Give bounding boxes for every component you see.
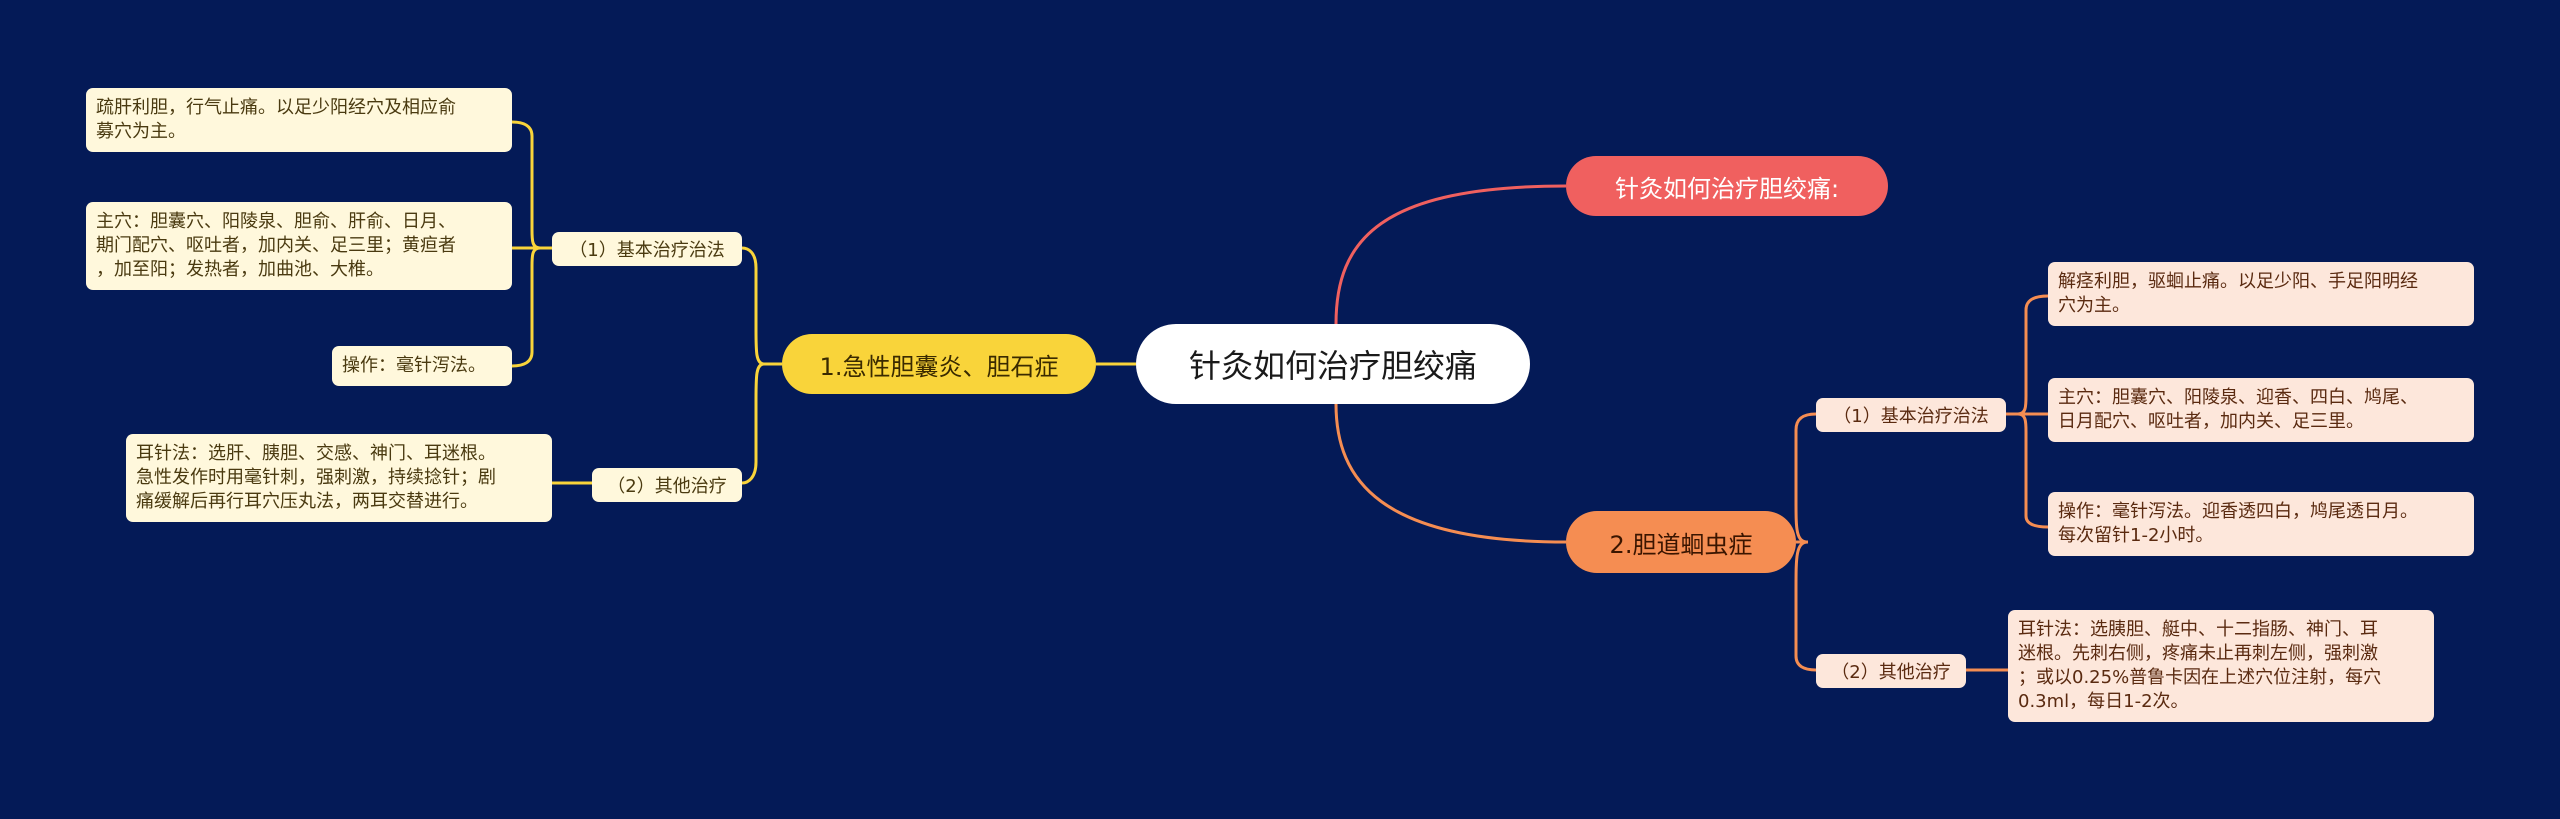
link-basic-principle	[511, 120, 552, 250]
topic-biliary-ascariasis[interactable]: 2.胆道蛔虫症	[1566, 511, 1796, 573]
central-topic[interactable]: 针灸如何治疗胆绞痛	[1136, 324, 1530, 404]
link-right-other	[1794, 540, 1817, 672]
left-operation-note[interactable]: 操作：毫针泻法。	[332, 346, 512, 386]
topic-acute-cholecystitis[interactable]: 1.急性胆囊炎、胆石症	[782, 334, 1096, 394]
right-basic-treatment-topic[interactable]: （1）基本治疗治法	[1816, 398, 2006, 432]
right-principle-note[interactable]: 解痉利胆，驱蛔止痛。以足少阳、手足阳明经 穴为主。	[2048, 262, 2474, 326]
left-basic-treatment-label: （1）基本治疗治法	[569, 240, 725, 261]
right-other-treatment-label: （2）其他治疗	[1831, 662, 1951, 683]
central-topic-label: 针灸如何治疗胆绞痛	[1188, 347, 1477, 385]
right-points-note[interactable]: 主穴：胆囊穴、阳陵泉、迎香、四白、鸠尾、 日月配穴、呕吐者，加内关、足三里。	[2048, 378, 2474, 442]
left-basic-treatment-topic[interactable]: （1）基本治疗治法	[552, 232, 742, 266]
link-right-basic	[1794, 412, 1817, 544]
left-principle-note[interactable]: 疏肝利胆，行气止痛。以足少阳经穴及相应俞 募穴为主。	[86, 88, 512, 152]
topic-acute-cholecystitis-label: 1.急性胆囊炎、胆石症	[819, 352, 1059, 381]
left-other-treatment-topic[interactable]: （2）其他治疗	[592, 468, 742, 502]
topic-biliary-ascariasis-label: 2.胆道蛔虫症	[1609, 530, 1753, 559]
link-rbasic-principle	[2006, 294, 2049, 416]
right-ear-acupuncture-note[interactable]: 耳针法：选胰胆、艇中、十二指肠、神门、耳 迷根。先刺右侧，疼痛未止再刺左侧，强刺…	[2008, 610, 2434, 722]
intro-topic-label: 针灸如何治疗胆绞痛:	[1614, 174, 1840, 203]
link-root-intro	[1334, 184, 1567, 325]
link-root-right	[1334, 403, 1567, 544]
link-left-basic	[741, 246, 782, 366]
link-left-other	[741, 362, 782, 485]
left-points-note[interactable]: 主穴：胆囊穴、阳陵泉、胆俞、肝俞、日月、 期门配穴、呕吐者，加内关、足三里；黄疸…	[86, 202, 512, 290]
left-other-treatment-label: （2）其他治疗	[607, 476, 727, 497]
intro-topic[interactable]: 针灸如何治疗胆绞痛:	[1566, 156, 1888, 216]
link-rbasic-operation	[2006, 412, 2049, 529]
right-other-treatment-topic[interactable]: （2）其他治疗	[1816, 654, 1966, 688]
right-basic-treatment-label: （1）基本治疗治法	[1833, 406, 1989, 427]
right-operation-note[interactable]: 操作：毫针泻法。迎香透四白，鸠尾透日月。 每次留针1-2小时。	[2048, 492, 2474, 556]
left-ear-acupuncture-note[interactable]: 耳针法：选肝、胰胆、交感、神门、耳迷根。 急性发作时用毫针刺，强刺激，持续捻针；…	[126, 434, 552, 522]
link-basic-operation	[511, 246, 552, 368]
